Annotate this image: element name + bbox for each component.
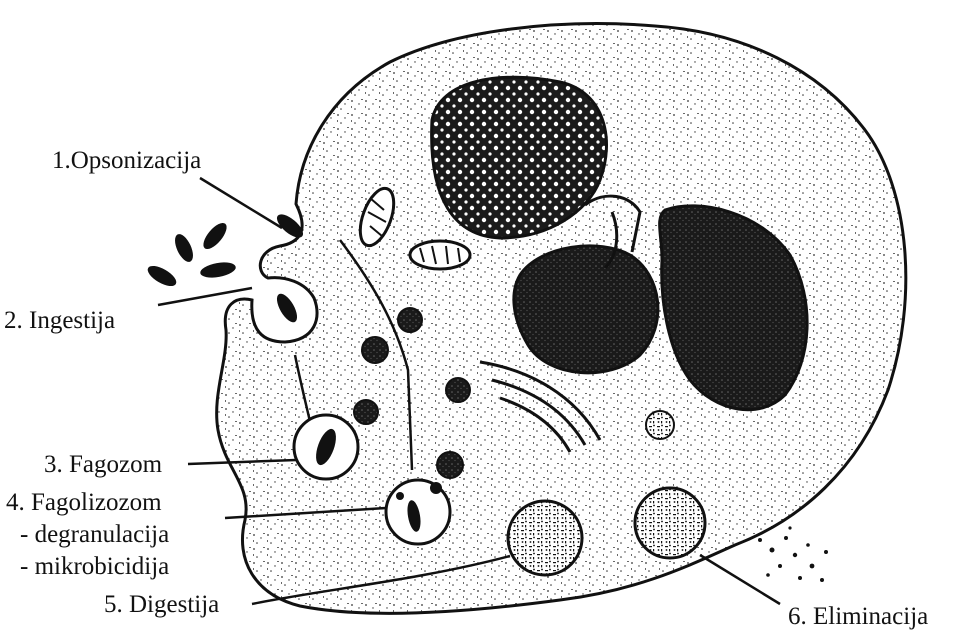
expelled-debris [758, 526, 828, 582]
leader-line-1 [200, 178, 282, 228]
label-ingestion: 2. Ingestija [4, 308, 115, 333]
label-phagosome: 3. Fagozom [44, 452, 162, 477]
label-microbicidy: - mikrobicidija [20, 554, 169, 579]
label-digestion: 5. Digestija [104, 592, 219, 617]
label-degranulation: - degranulacija [20, 522, 169, 547]
elimination-vesicle [635, 488, 705, 558]
label-phagolysosome: 4. Fagolizozom [6, 490, 162, 515]
label-elimination: 6. Eliminacija [788, 604, 928, 629]
leader-line-6 [700, 555, 780, 604]
nucleus-lobe-middle [514, 246, 658, 373]
label-opsonization: 1.Opsonizacija [52, 148, 201, 173]
digestion-vesicle [508, 501, 582, 575]
mitochondrion-2 [410, 241, 470, 269]
